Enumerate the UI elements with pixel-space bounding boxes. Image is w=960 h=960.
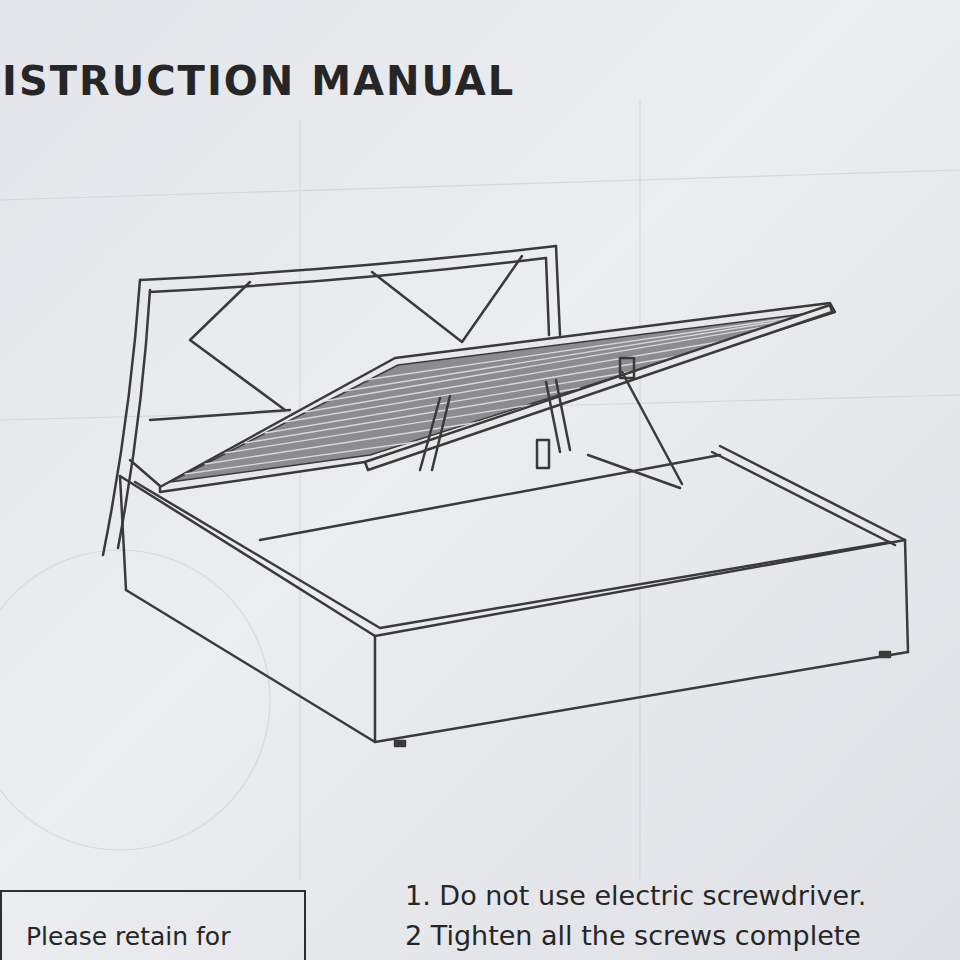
- notice-box: Please retain for: [0, 890, 306, 960]
- notice-text: Please retain for: [26, 922, 304, 951]
- instruction-note: 1. Do not use electric screwdriver.: [405, 880, 866, 911]
- instruction-note: 2 Tighten all the screws complete: [405, 920, 861, 951]
- manual-title: ISTRUCTION MANUAL: [2, 58, 515, 104]
